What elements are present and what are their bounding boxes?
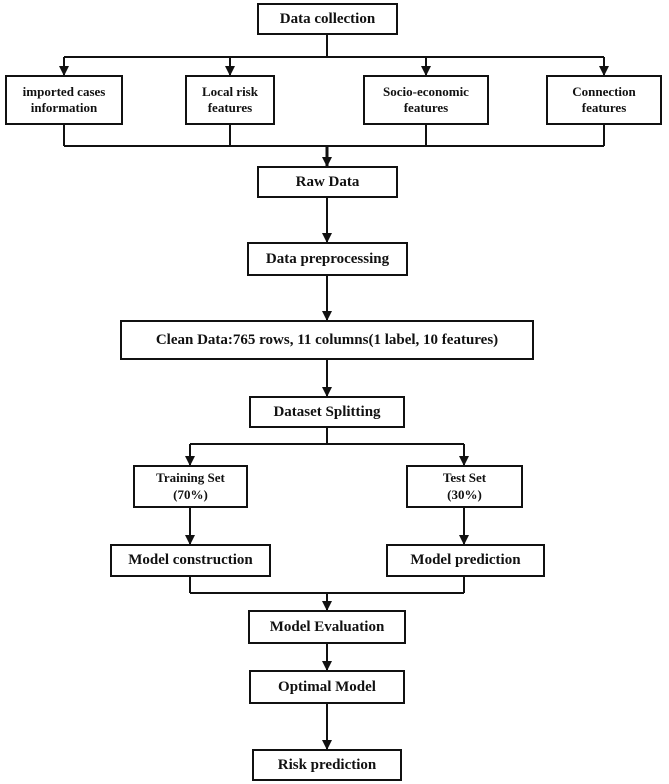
node-data-preprocessing: Data preprocessing bbox=[247, 242, 408, 276]
node-risk-prediction: Risk prediction bbox=[252, 749, 402, 781]
node-socio-economic: Socio-economic features bbox=[363, 75, 489, 125]
node-raw-data: Raw Data bbox=[257, 166, 398, 198]
node-dataset-splitting: Dataset Splitting bbox=[249, 396, 405, 428]
node-local-risk: Local risk features bbox=[185, 75, 275, 125]
node-model-construction: Model construction bbox=[110, 544, 271, 577]
node-model-prediction: Model prediction bbox=[386, 544, 545, 577]
node-test-set: Test Set (30%) bbox=[406, 465, 523, 508]
node-imported-cases: imported cases information bbox=[5, 75, 123, 125]
node-data-collection: Data collection bbox=[257, 3, 398, 35]
node-connection: Connection features bbox=[546, 75, 662, 125]
node-training-set: Training Set (70%) bbox=[133, 465, 248, 508]
node-clean-data: Clean Data:765 rows, 11 columns(1 label,… bbox=[120, 320, 534, 360]
node-optimal-model: Optimal Model bbox=[249, 670, 405, 704]
node-model-evaluation: Model Evaluation bbox=[248, 610, 406, 644]
